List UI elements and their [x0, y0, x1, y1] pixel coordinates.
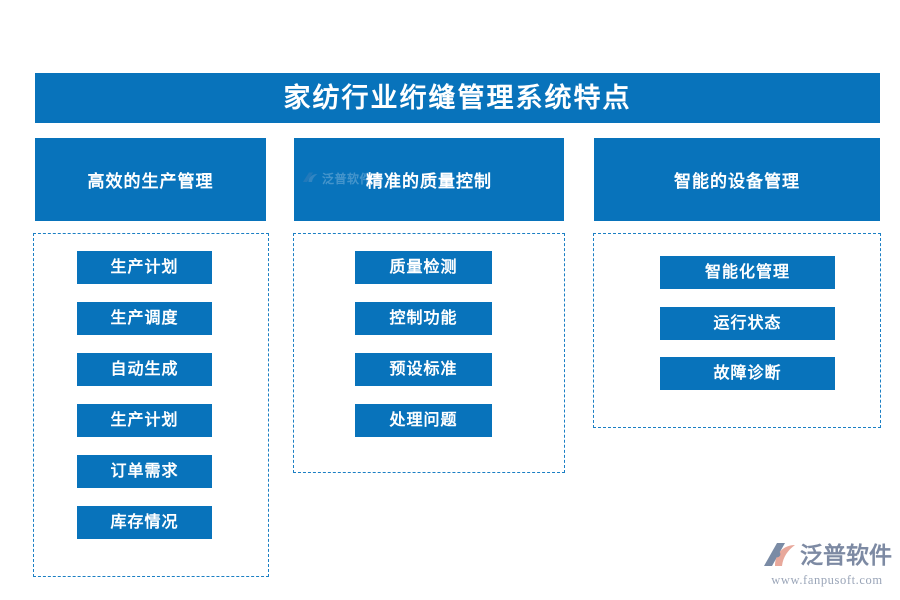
- feature-chip-label: 控制功能: [389, 309, 458, 327]
- feature-chip[interactable]: 预设标准: [355, 353, 492, 386]
- feature-chip-label: 处理问题: [389, 411, 458, 429]
- feature-chip[interactable]: 故障诊断: [660, 357, 835, 390]
- feature-chip-label: 订单需求: [110, 462, 179, 480]
- brand-url: www.fanpusoft.com: [771, 573, 883, 587]
- feature-chip[interactable]: 自动生成: [77, 353, 212, 386]
- feature-chip-label: 自动生成: [110, 360, 179, 378]
- feature-chip-label: 智能化管理: [704, 263, 790, 281]
- feature-chip-label: 生产计划: [110, 411, 179, 429]
- feature-chip-label: 运行状态: [713, 314, 782, 332]
- brand-name: 泛普软件: [800, 541, 892, 568]
- feature-chip-label: 生产计划: [110, 258, 179, 276]
- feature-chip[interactable]: 订单需求: [77, 455, 212, 488]
- column-group-box-production: [33, 233, 269, 577]
- column-header-quality: 泛普软件 精准的质量控制: [294, 138, 564, 221]
- fanpu-logo-icon: [762, 540, 796, 570]
- diagram-title-banner: 家纺行业绗缝管理系统特点: [35, 73, 880, 123]
- column-group-box-equipment: [593, 233, 881, 428]
- feature-chip[interactable]: 智能化管理: [660, 256, 835, 289]
- feature-chip-label: 预设标准: [389, 360, 458, 378]
- feature-chip[interactable]: 质量检测: [355, 251, 492, 284]
- column-header-label: 智能的设备管理: [674, 172, 800, 191]
- feature-chip-label: 故障诊断: [713, 364, 782, 382]
- column-header-equipment: 智能的设备管理: [594, 138, 880, 221]
- feature-chip-label: 库存情况: [110, 513, 179, 531]
- feature-chip[interactable]: 库存情况: [77, 506, 212, 539]
- feature-chip-label: 生产调度: [110, 309, 179, 327]
- page-title: 家纺行业绗缝管理系统特点: [283, 82, 632, 113]
- column-header-production: 高效的生产管理: [35, 138, 266, 221]
- brand-logo-row: 泛普软件: [762, 540, 892, 570]
- feature-chip-label: 质量检测: [389, 258, 458, 276]
- column-header-label: 高效的生产管理: [87, 172, 214, 191]
- column-header-label: 精准的质量控制: [366, 172, 492, 191]
- feature-chip[interactable]: 控制功能: [355, 302, 492, 335]
- feature-chip[interactable]: 生产调度: [77, 302, 212, 335]
- feature-chip[interactable]: 生产计划: [77, 251, 212, 284]
- feature-chip[interactable]: 运行状态: [660, 307, 835, 340]
- fanpu-logo-icon: [302, 170, 319, 187]
- feature-chip[interactable]: 生产计划: [77, 404, 212, 437]
- feature-chip[interactable]: 处理问题: [355, 404, 492, 437]
- header-watermark-text: 泛普软件: [322, 172, 373, 186]
- brand-logo: 泛普软件 www.fanpusoft.com: [762, 540, 892, 592]
- header-watermark-logo: 泛普软件: [302, 170, 372, 187]
- column-group-box-quality: [293, 233, 565, 473]
